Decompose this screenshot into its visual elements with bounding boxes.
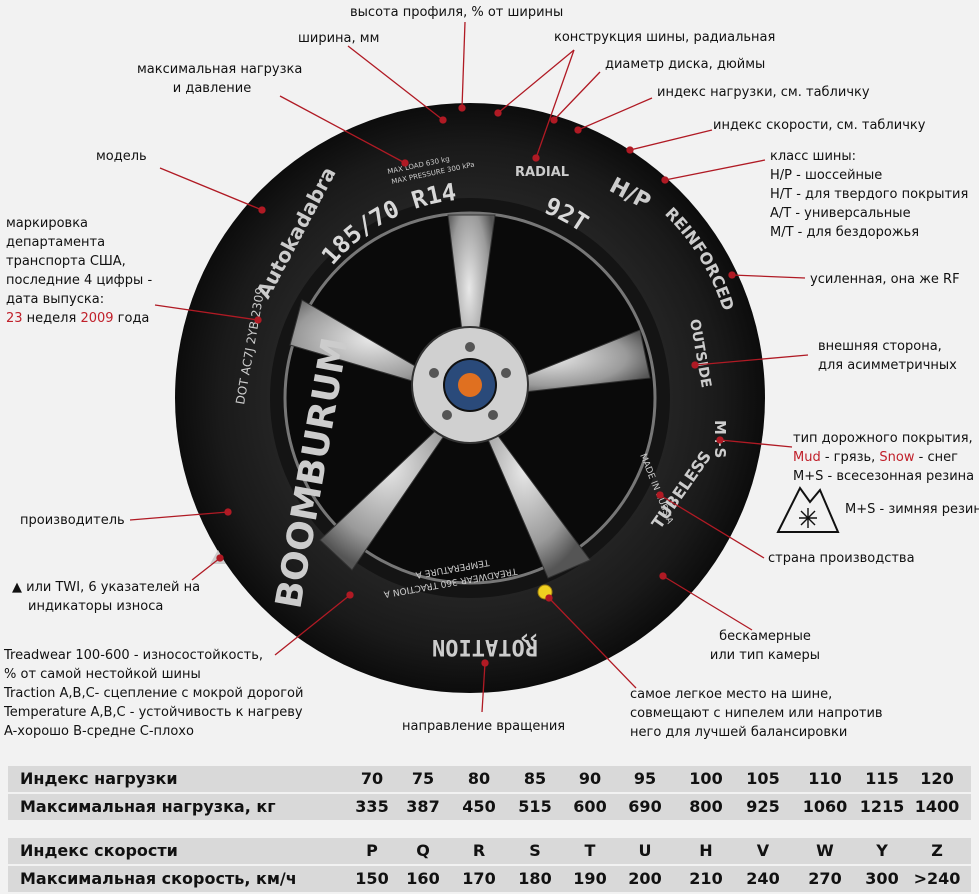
max-load-cell: 1215	[859, 797, 905, 816]
label-winter: M+S - зимняя резина	[845, 502, 979, 517]
load-index-cell: 85	[523, 769, 547, 788]
rotation-arrows: ‹‹	[520, 626, 538, 651]
load-index-cell: 80	[467, 769, 491, 788]
max-speed-cell: 200	[628, 869, 662, 888]
leader-lines	[129, 21, 809, 713]
max-load-cell: 335	[355, 797, 389, 816]
label-treadwear: Treadwear 100-600 - износостойкость,% от…	[4, 648, 304, 739]
label-rim: диаметр диска, дюймы	[605, 57, 766, 72]
max-load-cell: 450	[462, 797, 496, 816]
max-load-cell: 515	[518, 797, 552, 816]
rotation-text: ROTATION	[432, 634, 538, 659]
speed-index-cell: H	[699, 841, 713, 860]
label-outside: внешняя сторона,для асимметричных	[818, 339, 957, 373]
max-load-cell: 1400	[914, 797, 960, 816]
speed-index-cell: W	[816, 841, 834, 860]
speed-index-cell: U	[638, 841, 652, 860]
max-speed-cell: >240	[913, 869, 961, 888]
max-speed-cell: 210	[689, 869, 723, 888]
label-speed-index: индекс скорости, см. табличку	[713, 118, 926, 133]
max-speed-cell: 160	[406, 869, 440, 888]
label-light-spot: самое легкое место на шине,совмещают с н…	[630, 687, 883, 740]
label-producer: производитель	[20, 513, 125, 528]
load-index-cell: 105	[746, 769, 780, 788]
speed-index-cell: R	[472, 841, 486, 860]
label-country: страна производства	[768, 551, 915, 566]
load-index-cell: 110	[808, 769, 842, 788]
load-index-cell: 95	[633, 769, 657, 788]
load-index-cell: 100	[689, 769, 723, 788]
speed-index-cell: P	[366, 841, 378, 860]
speed-index-cell: T	[584, 841, 596, 860]
max-load-cell: 925	[746, 797, 780, 816]
speed-index-cell: Q	[416, 841, 430, 860]
speed-index-cell: V	[756, 841, 770, 860]
max-speed-row: Максимальная скорость, км/ч 150 160 170 …	[8, 866, 971, 892]
speed-index-cell: Y	[876, 841, 888, 860]
load-index-cell: 115	[865, 769, 899, 788]
max-speed-cell: 190	[573, 869, 607, 888]
max-speed-cell: 180	[518, 869, 552, 888]
label-profile: высота профиля, % от ширины	[350, 5, 564, 20]
max-speed-cell: 240	[746, 869, 780, 888]
max-load-cell: 387	[406, 797, 440, 816]
speed-index-cell: Z	[931, 841, 943, 860]
label-load-index: индекс нагрузки, см. табличку	[657, 85, 870, 100]
speed-index-cell: S	[529, 841, 541, 860]
label-width: ширина, мм	[298, 31, 380, 46]
load-index-header: Индекс нагрузки	[20, 769, 178, 788]
speed-index-header: Индекс скорости	[20, 841, 178, 860]
max-load-cell: 800	[689, 797, 723, 816]
label-direction: направление вращения	[402, 719, 566, 734]
speed-index-row: Индекс скорости P Q R S T U H V W Y Z	[8, 838, 971, 864]
max-speed-cell: 150	[355, 869, 389, 888]
label-road-type: тип дорожного покрытия, Mud - грязь, Sno…	[793, 431, 975, 484]
max-speed-header: Максимальная скорость, км/ч	[20, 869, 297, 888]
label-construction: конструкция шины, радиальная	[554, 30, 776, 45]
load-index-cell: 75	[411, 769, 435, 788]
tire-graphic: 185/70 R14 92T RADIAL H/P REINFORCED OUT…	[129, 21, 840, 713]
load-index-table: Индекс нагрузки 70 75 80 85 90 95 100 10…	[8, 766, 971, 820]
max-load-row: Максимальная нагрузка, кг 335 387 450 51…	[8, 794, 971, 820]
max-speed-cell: 170	[462, 869, 496, 888]
snowflake-mountain-icon	[776, 486, 840, 533]
max-speed-cell: 300	[865, 869, 899, 888]
load-index-cell: 90	[578, 769, 602, 788]
label-reinforced: усиленная, она же RF	[810, 272, 960, 287]
load-index-cell: 120	[920, 769, 954, 788]
load-index-cell: 70	[360, 769, 384, 788]
label-tire-class: класс шины:H/P - шоссейные H/T - для тве…	[770, 149, 969, 240]
speed-index-table: Индекс скорости P Q R S T U H V W Y Z Ма…	[8, 838, 971, 892]
label-model: модель	[96, 149, 147, 164]
max-load-cell: 690	[628, 797, 662, 816]
max-load-header: Максимальная нагрузка, кг	[20, 797, 276, 816]
radial-text: RADIAL	[515, 165, 569, 180]
load-index-row: Индекс нагрузки 70 75 80 85 90 95 100 10…	[8, 766, 971, 792]
max-speed-cell: 270	[808, 869, 842, 888]
max-load-cell: 600	[573, 797, 607, 816]
tire-diagram: 185/70 R14 92T RADIAL H/P REINFORCED OUT…	[4, 5, 979, 740]
max-load-cell: 1060	[802, 797, 848, 816]
